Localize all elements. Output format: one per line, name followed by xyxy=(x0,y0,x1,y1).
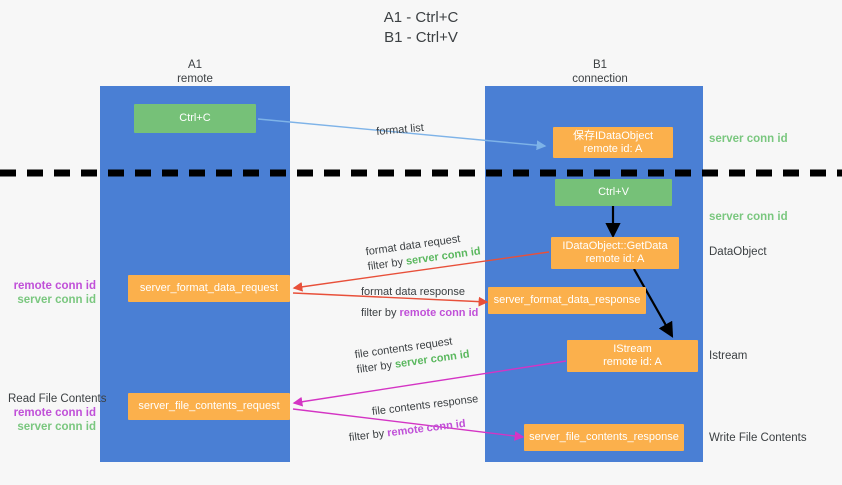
annot-format-data-response: format data response filter by remote co… xyxy=(361,285,478,321)
column-header-b1: B1 connection xyxy=(520,58,680,86)
column-header-a1-name: A1 xyxy=(187,59,203,71)
column-header-a1: A1 remote xyxy=(115,58,275,86)
label-server-conn-id-4: server conn id xyxy=(17,421,96,433)
annot-filter-value-2: remote conn id xyxy=(399,307,479,319)
node-server-file-contents-request[interactable]: server_file_contents_request xyxy=(128,393,290,420)
node-ctrl-c[interactable]: Ctrl+C xyxy=(134,104,256,133)
annot-file-contents-response-line1: file contents response xyxy=(371,393,479,419)
annot-filter-value-4: remote conn id xyxy=(386,417,467,440)
node-server-format-data-response[interactable]: server_format_data_response xyxy=(488,287,646,314)
node-server-format-data-request[interactable]: server_format_data_request xyxy=(128,275,290,302)
annot-format-data-response-line2: filter by remote conn id xyxy=(361,306,478,321)
label-write-file-contents: Write File Contents xyxy=(709,432,807,444)
column-header-a1-sub: remote xyxy=(177,73,213,85)
label-read-file-contents-group: Read File Contents remote conn id server… xyxy=(8,392,107,434)
label-dataobject: DataObject xyxy=(709,246,767,258)
annot-file-contents-response: file contents response filter by remote … xyxy=(345,392,482,446)
annot-filter-prefix-4: filter by xyxy=(348,427,388,445)
column-header-b1-name: B1 xyxy=(592,59,608,71)
annot-filter-prefix-3: filter by xyxy=(356,358,396,377)
node-idataobject-getdata[interactable]: IDataObject::GetData remote id: A xyxy=(551,237,679,269)
annot-filter-prefix-1: filter by xyxy=(367,255,407,274)
node-ctrl-v[interactable]: Ctrl+V xyxy=(555,179,672,206)
annot-format-data-response-line1: format data response xyxy=(361,286,465,298)
label-istream: Istream xyxy=(709,350,748,362)
annot-format-list: format list xyxy=(375,121,425,139)
label-remote-conn-id-2: remote conn id xyxy=(13,407,96,419)
label-read-file-contents: Read File Contents xyxy=(8,393,107,405)
label-server-conn-id-3: server conn id xyxy=(17,294,96,306)
annot-format-data-request: format data request filter by server con… xyxy=(365,229,482,275)
diagram-title: A1 - Ctrl+C B1 - Ctrl+V xyxy=(383,9,459,46)
annot-file-contents-response-line2: filter by remote conn id xyxy=(348,415,482,446)
annot-file-contents-request: file contents request filter by server c… xyxy=(354,332,471,378)
label-server-conn-id-1: server conn id xyxy=(709,133,788,145)
label-conn-ids-1: remote conn id server conn id xyxy=(8,279,96,307)
column-header-b1-sub: connection xyxy=(572,73,628,85)
node-save-idataobject[interactable]: 保存IDataObject remote id: A xyxy=(553,127,673,158)
node-istream[interactable]: IStream remote id: A xyxy=(567,340,698,372)
label-server-conn-id-2: server conn id xyxy=(709,211,788,223)
annot-filter-prefix-2: filter by xyxy=(361,307,400,319)
node-server-file-contents-response[interactable]: server_file_contents_response xyxy=(524,424,684,451)
label-remote-conn-id-1: remote conn id xyxy=(13,280,96,292)
